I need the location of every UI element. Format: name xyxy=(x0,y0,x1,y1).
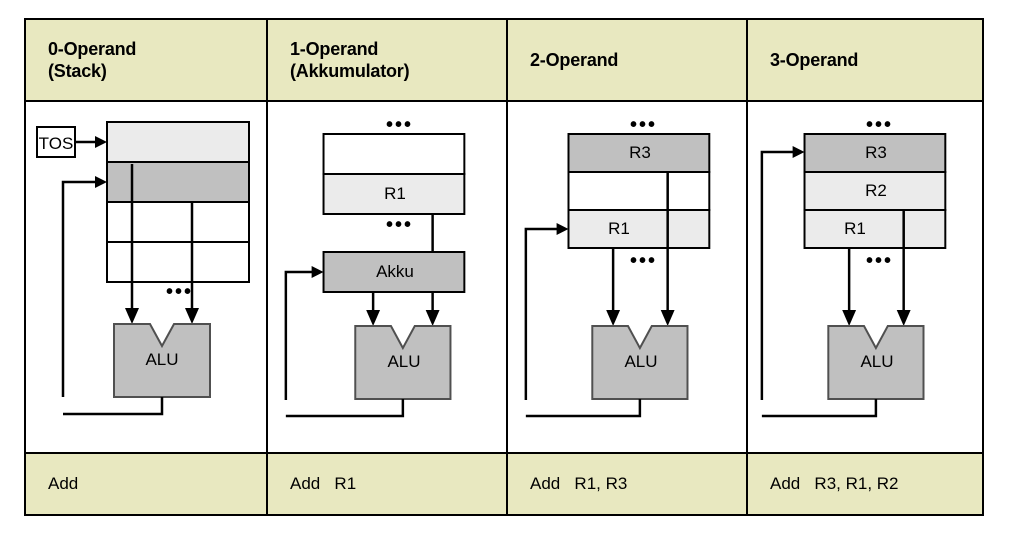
alu-result-path xyxy=(285,399,405,418)
instruction-text: Add R3, R1, R2 xyxy=(770,474,899,493)
header-cell-1-operand: 1-Operand (Akkumulator) xyxy=(266,20,506,100)
alu-block xyxy=(591,325,689,400)
instruction-text: Add R1, R3 xyxy=(530,474,628,493)
register-cell-r2 xyxy=(803,171,947,211)
operand-arrow-left xyxy=(842,310,857,326)
alu-block xyxy=(827,325,925,400)
memory-cell-r1 xyxy=(322,173,466,215)
operand-arrow-right xyxy=(185,308,199,324)
stack-machine-diagram: TOS ••• ALU xyxy=(26,102,266,452)
header-title-line1: 1-Operand xyxy=(290,39,379,59)
stack-cell-1 xyxy=(106,161,250,203)
table-header-row: 0-Operand (Stack) 1-Operand (Akkumulator… xyxy=(26,20,982,102)
register-ellipsis-bottom: ••• xyxy=(630,250,658,272)
accumulator-block xyxy=(322,251,466,293)
register-cell-r3 xyxy=(803,133,947,173)
writeback-arrow-head xyxy=(792,146,805,158)
header-cell-3-operand: 3-Operand xyxy=(746,20,982,100)
diagram-column-0-operand: TOS ••• ALU xyxy=(26,102,266,452)
alu-result-path xyxy=(761,399,878,418)
accumulator-machine-diagram: ••• R1 ••• Akku ALU xyxy=(268,102,506,452)
header-cell-0-operand: 0-Operand (Stack) xyxy=(26,20,266,100)
register-cell-r1 xyxy=(567,209,711,249)
operand-arrow-right xyxy=(660,310,675,326)
instruction-text: Add R1 xyxy=(290,474,357,493)
alu-block xyxy=(354,325,452,400)
writeback-path xyxy=(61,180,98,397)
instruction-cell-2-operand: Add R1, R3 xyxy=(506,454,746,514)
diagram-column-2-operand: ••• R3 R1 ••• ALU xyxy=(506,102,746,452)
header-cell-2-operand: 2-Operand xyxy=(506,20,746,100)
operand-arrow-right xyxy=(896,310,911,326)
register-ellipsis-bottom: ••• xyxy=(866,250,894,272)
memory-cell-0 xyxy=(322,133,466,175)
instruction-text: Add xyxy=(48,474,79,493)
writeback-arrow-head xyxy=(556,223,569,235)
tos-pointer-box xyxy=(36,126,76,158)
header-title-line1: 2-Operand xyxy=(530,50,619,70)
table-instruction-row: Add Add R1 Add R1, R3 Add R3, R1, R2 xyxy=(26,452,982,514)
alu-block xyxy=(113,323,211,398)
tos-label: TOS xyxy=(38,134,74,153)
header-title-line1: 0-Operand xyxy=(48,39,137,59)
register-ellipsis-top: ••• xyxy=(866,114,894,136)
stack-cell-3 xyxy=(106,241,250,283)
alu-result-path xyxy=(525,399,642,418)
three-operand-machine-diagram: ••• R3 R2 R1 ••• ALU xyxy=(748,102,982,452)
operand-format-table: 0-Operand (Stack) 1-Operand (Akkumulator… xyxy=(24,18,984,516)
alu-result-path xyxy=(63,397,164,416)
operand-arrow-left xyxy=(125,308,139,324)
register-ellipsis-top: ••• xyxy=(630,114,658,136)
instruction-cell-0-operand: Add xyxy=(26,454,266,514)
memory-ellipsis-top: ••• xyxy=(386,114,414,136)
operand-arrow-left xyxy=(366,310,381,326)
header-title-line2: (Akkumulator) xyxy=(290,61,410,81)
register-cell-empty xyxy=(567,171,711,211)
instruction-cell-1-operand: Add R1 xyxy=(266,454,506,514)
stack-cell-0 xyxy=(106,121,250,163)
header-title-line2: (Stack) xyxy=(48,61,107,81)
operand-arrow-right xyxy=(425,310,440,326)
instruction-cell-3-operand: Add R3, R1, R2 xyxy=(746,454,982,514)
operand-arrow-left xyxy=(606,310,621,326)
stack-ellipsis: ••• xyxy=(166,281,194,303)
writeback-arrow-head xyxy=(95,176,107,188)
writeback-path xyxy=(284,270,315,400)
register-cell-r1 xyxy=(803,209,947,249)
memory-ellipsis-bottom: ••• xyxy=(386,214,414,236)
table-body-row: TOS ••• ALU xyxy=(26,102,982,452)
register-cell-r3 xyxy=(567,133,711,173)
diagram-column-1-operand: ••• R1 ••• Akku ALU xyxy=(266,102,506,452)
writeback-path xyxy=(760,150,796,400)
tos-arrow-head xyxy=(95,136,107,148)
two-operand-machine-diagram: ••• R3 R1 ••• ALU xyxy=(508,102,746,452)
diagram-column-3-operand: ••• R3 R2 R1 ••• ALU xyxy=(746,102,982,452)
writeback-path xyxy=(524,227,560,400)
stack-cell-2 xyxy=(106,201,250,243)
header-title-line1: 3-Operand xyxy=(770,50,859,70)
writeback-arrow-head xyxy=(311,266,324,278)
